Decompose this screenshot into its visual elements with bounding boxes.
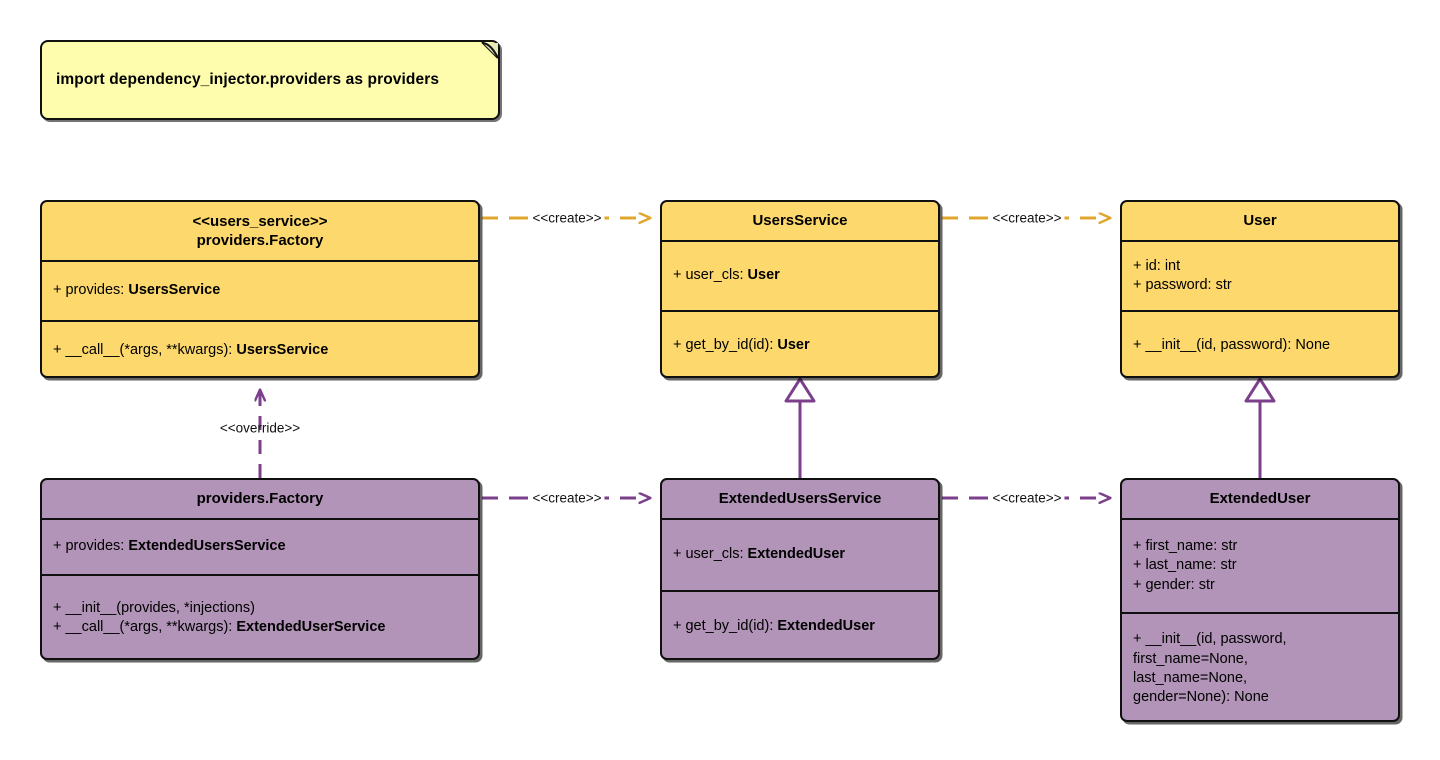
class-header-extended-users-service: ExtendedUsersService [662, 480, 938, 518]
class-attributes-users-service-factory: + provides: UsersService [42, 260, 478, 320]
attribute-type: ExtendedUsersService [128, 538, 286, 555]
class-name: UsersService [752, 212, 848, 230]
edge-label-create-bottom-right: <<create>> [989, 490, 1065, 506]
note-text: import dependency_injector.providers as … [56, 71, 440, 88]
method-row: + __init__(provides, *injections) [53, 599, 255, 616]
class-name: providers.Factory [196, 490, 324, 508]
attribute-row: + provides: UsersService [53, 282, 221, 299]
attribute-row: + last_name: str [1133, 557, 1237, 574]
attribute-row: + provides: ExtendedUsersService [53, 538, 286, 555]
class-header-users-service: UsersService [662, 202, 938, 240]
method-row: + get_by_id(id): User [673, 337, 810, 354]
method-return-type: ExtendedUser [777, 618, 875, 635]
method-row: + get_by_id(id): ExtendedUser [673, 618, 875, 635]
class-box-extended-users-service[interactable]: ExtendedUsersService + user_cls: Extende… [660, 478, 940, 660]
class-methods-user: + __init__(id, password): None [1122, 310, 1398, 376]
class-attributes-users-service: + user_cls: User [662, 240, 938, 310]
class-name: ExtendedUsersService [718, 490, 882, 508]
attribute-row: + password: str [1133, 277, 1232, 293]
class-stereotype: <<users_service>> [192, 212, 328, 230]
method-row: + __init__(id, password): None [1133, 337, 1331, 354]
method-return-type: ExtendedUserService [236, 619, 386, 635]
class-header-extended-user: ExtendedUser [1122, 480, 1398, 518]
class-methods-users-service-factory: + __call__(*args, **kwargs): UsersServic… [42, 320, 478, 376]
class-box-user[interactable]: User + id: int + password: str + __init_… [1120, 200, 1400, 378]
edge-label-create-top-right: <<create>> [989, 210, 1065, 226]
attribute-row: + user_cls: User [673, 267, 780, 284]
method-row: + __call__(*args, **kwargs): UsersServic… [53, 342, 329, 359]
edge-label-override: <<override>> [219, 420, 301, 436]
edge-label-create-top-left: <<create>> [529, 210, 605, 226]
class-name: ExtendedUser [1209, 490, 1311, 508]
class-box-users-service[interactable]: UsersService + user_cls: User + get_by_i… [660, 200, 940, 378]
class-attributes-extended-users-service: + user_cls: ExtendedUser [662, 518, 938, 590]
class-header-users-service-factory: <<users_service>> providers.Factory [42, 202, 478, 260]
attribute-row: + gender: str [1133, 576, 1215, 593]
class-methods-extended-factory: + __init__(provides, *injections) + __ca… [42, 574, 478, 658]
attribute-type: User [747, 267, 780, 284]
method-row: + __call__(*args, **kwargs): ExtendedUse… [53, 619, 386, 635]
connector-inherit-user [1244, 377, 1276, 478]
note-import: import dependency_injector.providers as … [40, 40, 500, 120]
class-methods-users-service: + get_by_id(id): User [662, 310, 938, 376]
edge-label-create-bottom-left: <<create>> [529, 490, 605, 506]
class-name: User [1243, 212, 1277, 230]
attribute-type: ExtendedUser [747, 546, 846, 563]
class-header-user: User [1122, 202, 1398, 240]
class-methods-extended-user: + __init__(id, password, first_name=None… [1122, 612, 1398, 720]
connector-inherit-users-service [784, 377, 816, 478]
class-attributes-user: + id: int + password: str [1122, 240, 1398, 310]
method-return-type: User [777, 337, 810, 354]
attribute-row: + user_cls: ExtendedUser [673, 546, 846, 563]
method-return-type: UsersService [236, 342, 329, 359]
attribute-row: + first_name: str [1133, 538, 1238, 555]
class-box-extended-factory[interactable]: providers.Factory + provides: ExtendedUs… [40, 478, 480, 660]
method-row: + __init__(id, password, first_name=None… [1133, 631, 1287, 706]
class-box-extended-user[interactable]: ExtendedUser + first_name: str + last_na… [1120, 478, 1400, 722]
attribute-row: + id: int [1133, 257, 1181, 274]
class-header-extended-factory: providers.Factory [42, 480, 478, 518]
attribute-type: UsersService [128, 282, 221, 299]
note-fold-icon [481, 41, 499, 59]
class-name: providers.Factory [196, 232, 324, 249]
class-attributes-extended-user: + first_name: str + last_name: str + gen… [1122, 518, 1398, 612]
class-box-users-service-factory[interactable]: <<users_service>> providers.Factory + pr… [40, 200, 480, 378]
class-attributes-extended-factory: + provides: ExtendedUsersService [42, 518, 478, 574]
class-methods-extended-users-service: + get_by_id(id): ExtendedUser [662, 590, 938, 658]
